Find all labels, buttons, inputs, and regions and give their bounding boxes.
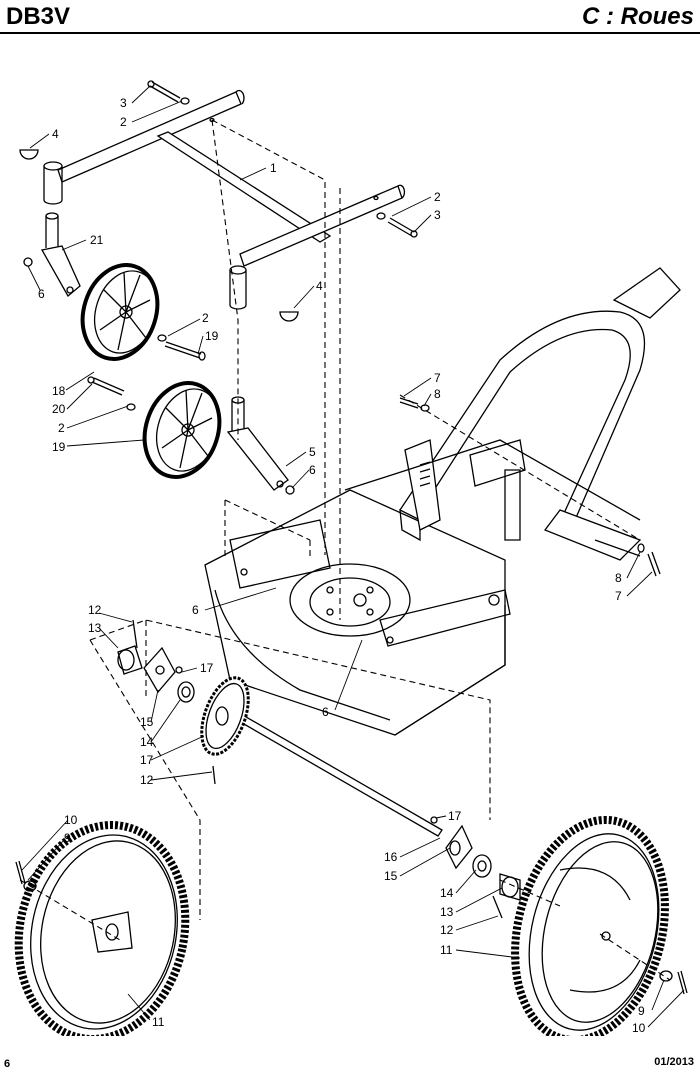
callout-16: 16 xyxy=(384,850,398,864)
right-hub-assembly xyxy=(430,816,521,919)
mower-deck xyxy=(204,489,511,736)
callout-5: 5 xyxy=(309,445,316,459)
callout-12: 12 xyxy=(88,603,102,617)
callout-4: 4 xyxy=(52,127,59,141)
rear-axle xyxy=(227,707,443,837)
callout-17: 17 xyxy=(200,661,214,675)
caster-fork-front xyxy=(226,396,289,491)
section-title: C : Roues xyxy=(581,3,694,30)
revision-date: 01/2013 xyxy=(654,1056,694,1068)
callout-18: 17 xyxy=(140,753,154,767)
callout-20: 20 xyxy=(52,402,66,416)
callout-13: 13 xyxy=(88,621,102,635)
callout-7: 7 xyxy=(434,371,441,385)
callout-14: 14 xyxy=(440,886,454,900)
callout-11: 11 xyxy=(440,943,453,957)
exploded-parts-diagram: 3 2 4 1 2 3 21 6 4 2 19 18 20 2 19 7 8 5… xyxy=(14,80,688,1036)
callout-2: 2 xyxy=(434,190,441,204)
front-axle-frame xyxy=(43,89,406,310)
handle-frame xyxy=(344,267,681,561)
callout-10: 10 xyxy=(632,1021,646,1035)
callout-14: 14 xyxy=(140,735,154,749)
caster-wheel-rear xyxy=(80,263,160,361)
callout-6: 6 xyxy=(322,705,329,719)
callout-17: 17 xyxy=(448,809,462,823)
callout-12: 12 xyxy=(140,773,154,787)
header-rule xyxy=(0,32,700,34)
callout-10: 10 xyxy=(64,813,78,827)
drive-sprocket xyxy=(200,676,250,756)
callout-19: 18 xyxy=(52,384,66,398)
callout-21: 21 xyxy=(90,233,104,247)
callout-19: 19 xyxy=(52,440,66,454)
page-number: 6 xyxy=(4,1058,11,1070)
caster-fork-rear xyxy=(40,212,81,297)
callout-6: 6 xyxy=(192,603,199,617)
callout-7: 7 xyxy=(615,589,622,603)
callout-9: 9 xyxy=(638,1004,645,1018)
callout-2: 2 xyxy=(120,115,127,129)
callout-15: 15 xyxy=(384,869,398,883)
callout-6: 6 xyxy=(38,287,45,301)
rear-wheel-right xyxy=(511,815,669,1036)
callout-3: 3 xyxy=(434,208,441,222)
callout-15: 15 xyxy=(140,715,154,729)
callout-13: 13 xyxy=(440,905,454,919)
rear-wheel-left xyxy=(14,820,190,1036)
callout-8: 8 xyxy=(434,387,441,401)
callout-6: 6 xyxy=(309,463,316,477)
callout-1: 1 xyxy=(270,161,277,175)
left-hub-assembly xyxy=(117,619,216,785)
caster-wheel-front xyxy=(142,381,222,479)
callout-12: 12 xyxy=(440,923,454,937)
callout-3: 3 xyxy=(120,96,127,110)
callout-4: 4 xyxy=(316,279,323,293)
wheel-washers xyxy=(15,860,688,995)
callout-20: 19 xyxy=(205,329,219,343)
model-code: DB3V xyxy=(6,3,71,30)
callout-2: 2 xyxy=(58,421,65,435)
callout-11: 11 xyxy=(152,1015,165,1029)
callout-8: 8 xyxy=(615,571,622,585)
callout-2: 2 xyxy=(202,311,209,325)
callout-9: 9 xyxy=(64,831,71,845)
